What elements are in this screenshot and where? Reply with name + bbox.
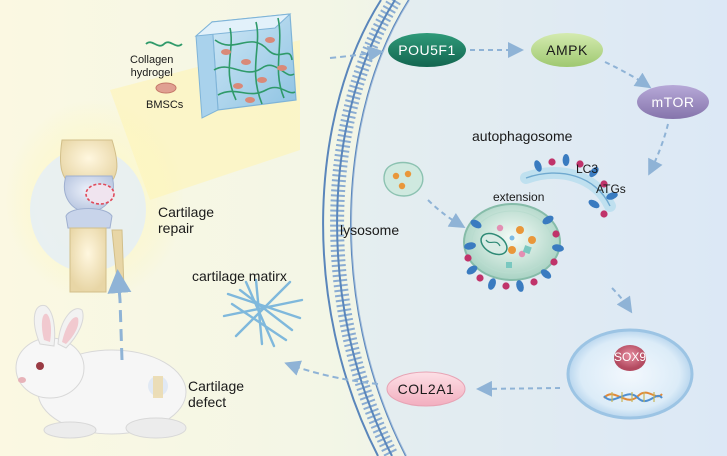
mtor-node: [637, 85, 709, 119]
nucleus-icon: [566, 328, 694, 420]
arrow-defect-to-repair: [107, 269, 132, 361]
cartilage-matrix-label: cartilage matirx: [192, 268, 287, 284]
knee-joint-icon: [30, 139, 146, 293]
cartilage-repair-line1: Cartilage: [158, 204, 215, 220]
bmsc-legend-icon: [155, 82, 177, 94]
phagophore-icon: [520, 154, 618, 218]
lysosome-label: lysosome: [340, 222, 400, 238]
autophagosome-label: autophagosome: [472, 128, 573, 144]
pou5f1-label: POU5F1: [398, 42, 456, 58]
collagen-label-line1: Collagen: [130, 54, 174, 66]
lc3-label: LC3: [576, 162, 599, 176]
cartilage-defect-label: Cartilage defect: [188, 378, 244, 410]
rabbit-icon: [15, 305, 187, 439]
arrow-nucleus-to-col2a1: [476, 380, 561, 397]
arrow-col2a1-to-matrix: [284, 360, 379, 385]
cartilage-defect-line2: defect: [188, 394, 227, 411]
autolysosome-icon: [463, 203, 561, 281]
cartilage-matrix-icon: [222, 278, 304, 348]
arrow-ampk-to-mtor: [604, 61, 652, 89]
cartilage-repair-line2: repair: [158, 220, 194, 237]
collagen-hydrogel-cube: [194, 13, 297, 119]
collagen-label-line2: hydrogel: [130, 66, 173, 79]
sox9-label: SOX9: [614, 350, 647, 364]
autophagosome-receptors: [464, 215, 564, 292]
extension-label: extension: [493, 190, 545, 204]
atgs-label: ATGs: [596, 182, 626, 196]
arrow-hydrogel-to-pou5f1: [329, 45, 384, 62]
cartilage-defect-line1: Cartilage: [188, 378, 245, 394]
pou5f1-node: [388, 33, 466, 67]
collagen-legend-icon: [145, 41, 183, 47]
collagen-hydrogel-legend: Collagen hydrogel: [130, 54, 173, 79]
mtor-label: mTOR: [651, 94, 695, 110]
col2a1-label: COL2A1: [397, 381, 455, 397]
arrow-lysosome-to-autophagosome: [427, 199, 466, 229]
col2a1-node: [386, 371, 466, 407]
ampk-label: AMPK: [546, 42, 588, 58]
ampk-node: [531, 33, 603, 67]
bmsc-legend-label: BMSCs: [146, 99, 184, 111]
cartilage-repair-label: Cartilage repair: [158, 204, 214, 236]
arrow-mtor-to-phagophore: [648, 123, 669, 176]
arrow-autophagosome-to-nucleus: [611, 287, 633, 314]
lysosome-icon: [383, 161, 424, 197]
